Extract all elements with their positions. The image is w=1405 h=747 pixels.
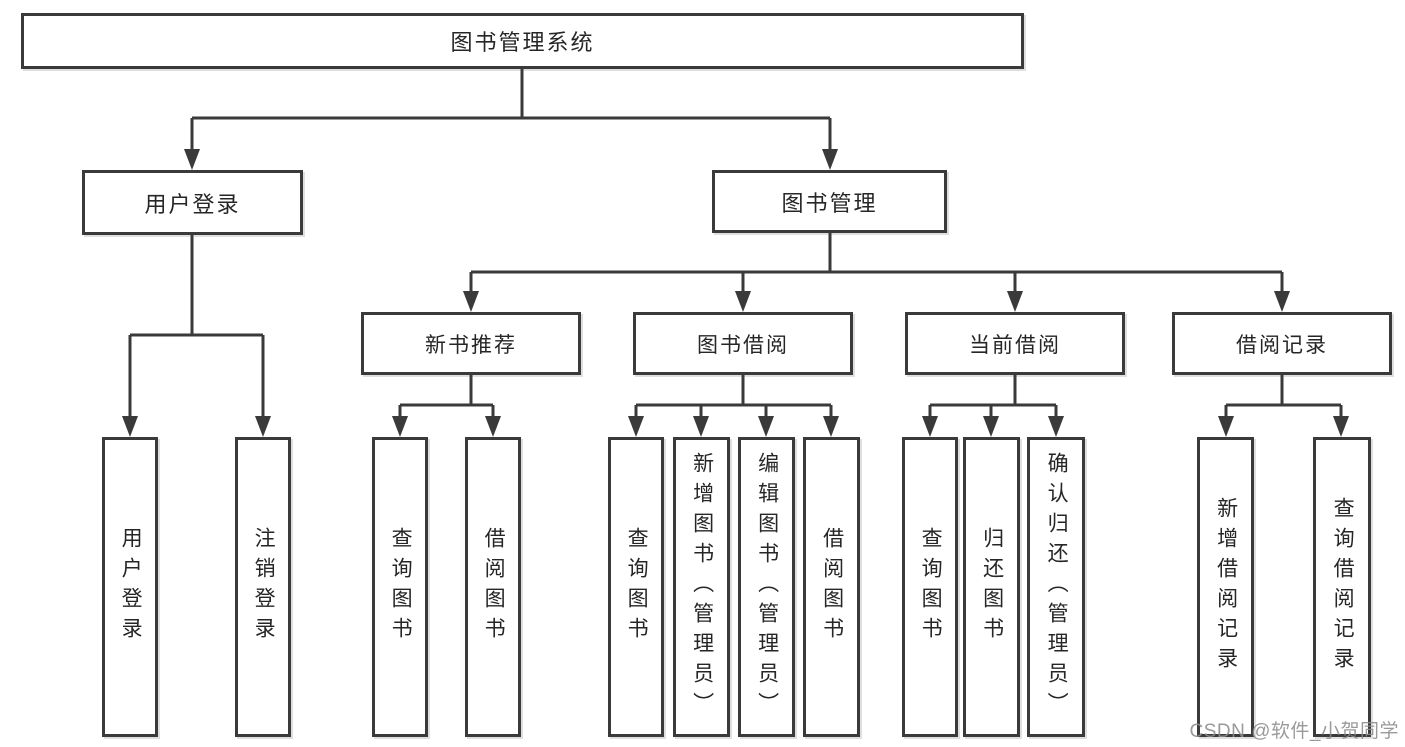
leaf-current-query-book: 查询图书: [902, 437, 958, 737]
leaf-recommend-query-book-label: 查询图书: [389, 527, 413, 647]
leaf-add-borrow-record: 新增借阅记录: [1197, 437, 1254, 737]
leaf-logout: 注销登录: [235, 437, 291, 737]
leaf-recommend-borrow-book-label: 借阅图书: [482, 527, 506, 647]
leaf-edit-book-admin-label: 编辑图书（管理员）: [755, 452, 779, 722]
leaf-borrow-query-book: 查询图书: [608, 437, 664, 737]
node-user-login: 用户登录: [82, 170, 303, 235]
node-root: 图书管理系统: [21, 13, 1024, 69]
leaf-add-borrow-record-label: 新增借阅记录: [1214, 497, 1238, 677]
node-book-management: 图书管理: [712, 170, 947, 233]
leaf-recommend-query-book: 查询图书: [372, 437, 428, 737]
node-current-borrow-label: 当前借阅: [969, 333, 1061, 357]
leaf-current-query-book-label: 查询图书: [919, 527, 943, 647]
leaf-user-login: 用户登录: [102, 437, 158, 737]
leaf-user-login-label: 用户登录: [119, 527, 143, 647]
leaf-borrow-borrow-book-label: 借阅图书: [820, 527, 844, 647]
csdn-watermark: CSDN @软件_小贺同学: [1189, 721, 1399, 742]
leaf-query-borrow-record: 查询借阅记录: [1313, 437, 1371, 737]
leaf-add-book-admin: 新增图书（管理员）: [673, 437, 730, 737]
leaf-query-borrow-record-label: 查询借阅记录: [1331, 497, 1355, 677]
node-current-borrow: 当前借阅: [905, 312, 1125, 375]
leaf-borrow-query-book-label: 查询图书: [625, 527, 649, 647]
leaf-add-book-admin-label: 新增图书（管理员）: [690, 452, 714, 722]
leaf-logout-label: 注销登录: [252, 527, 276, 647]
node-new-book-recommend-label: 新书推荐: [425, 333, 517, 357]
node-borrow-records-label: 借阅记录: [1236, 333, 1328, 357]
leaf-return-book: 归还图书: [963, 437, 1020, 737]
node-borrow-records: 借阅记录: [1172, 312, 1392, 375]
node-book-borrow-label: 图书借阅: [697, 333, 789, 357]
node-new-book-recommend: 新书推荐: [361, 312, 581, 375]
node-book-borrow: 图书借阅: [633, 312, 853, 375]
leaf-recommend-borrow-book: 借阅图书: [465, 437, 521, 737]
node-root-label: 图书管理系统: [450, 30, 595, 55]
leaf-confirm-return-admin: 确认归还（管理员）: [1027, 437, 1085, 737]
leaf-borrow-borrow-book: 借阅图书: [803, 437, 860, 737]
leaf-return-book-label: 归还图书: [980, 527, 1004, 647]
node-user-login-label: 用户登录: [144, 191, 241, 217]
node-book-management-label: 图书管理: [781, 190, 878, 216]
leaf-confirm-return-admin-label: 确认归还（管理员）: [1045, 452, 1069, 722]
leaf-edit-book-admin: 编辑图书（管理员）: [738, 437, 795, 737]
